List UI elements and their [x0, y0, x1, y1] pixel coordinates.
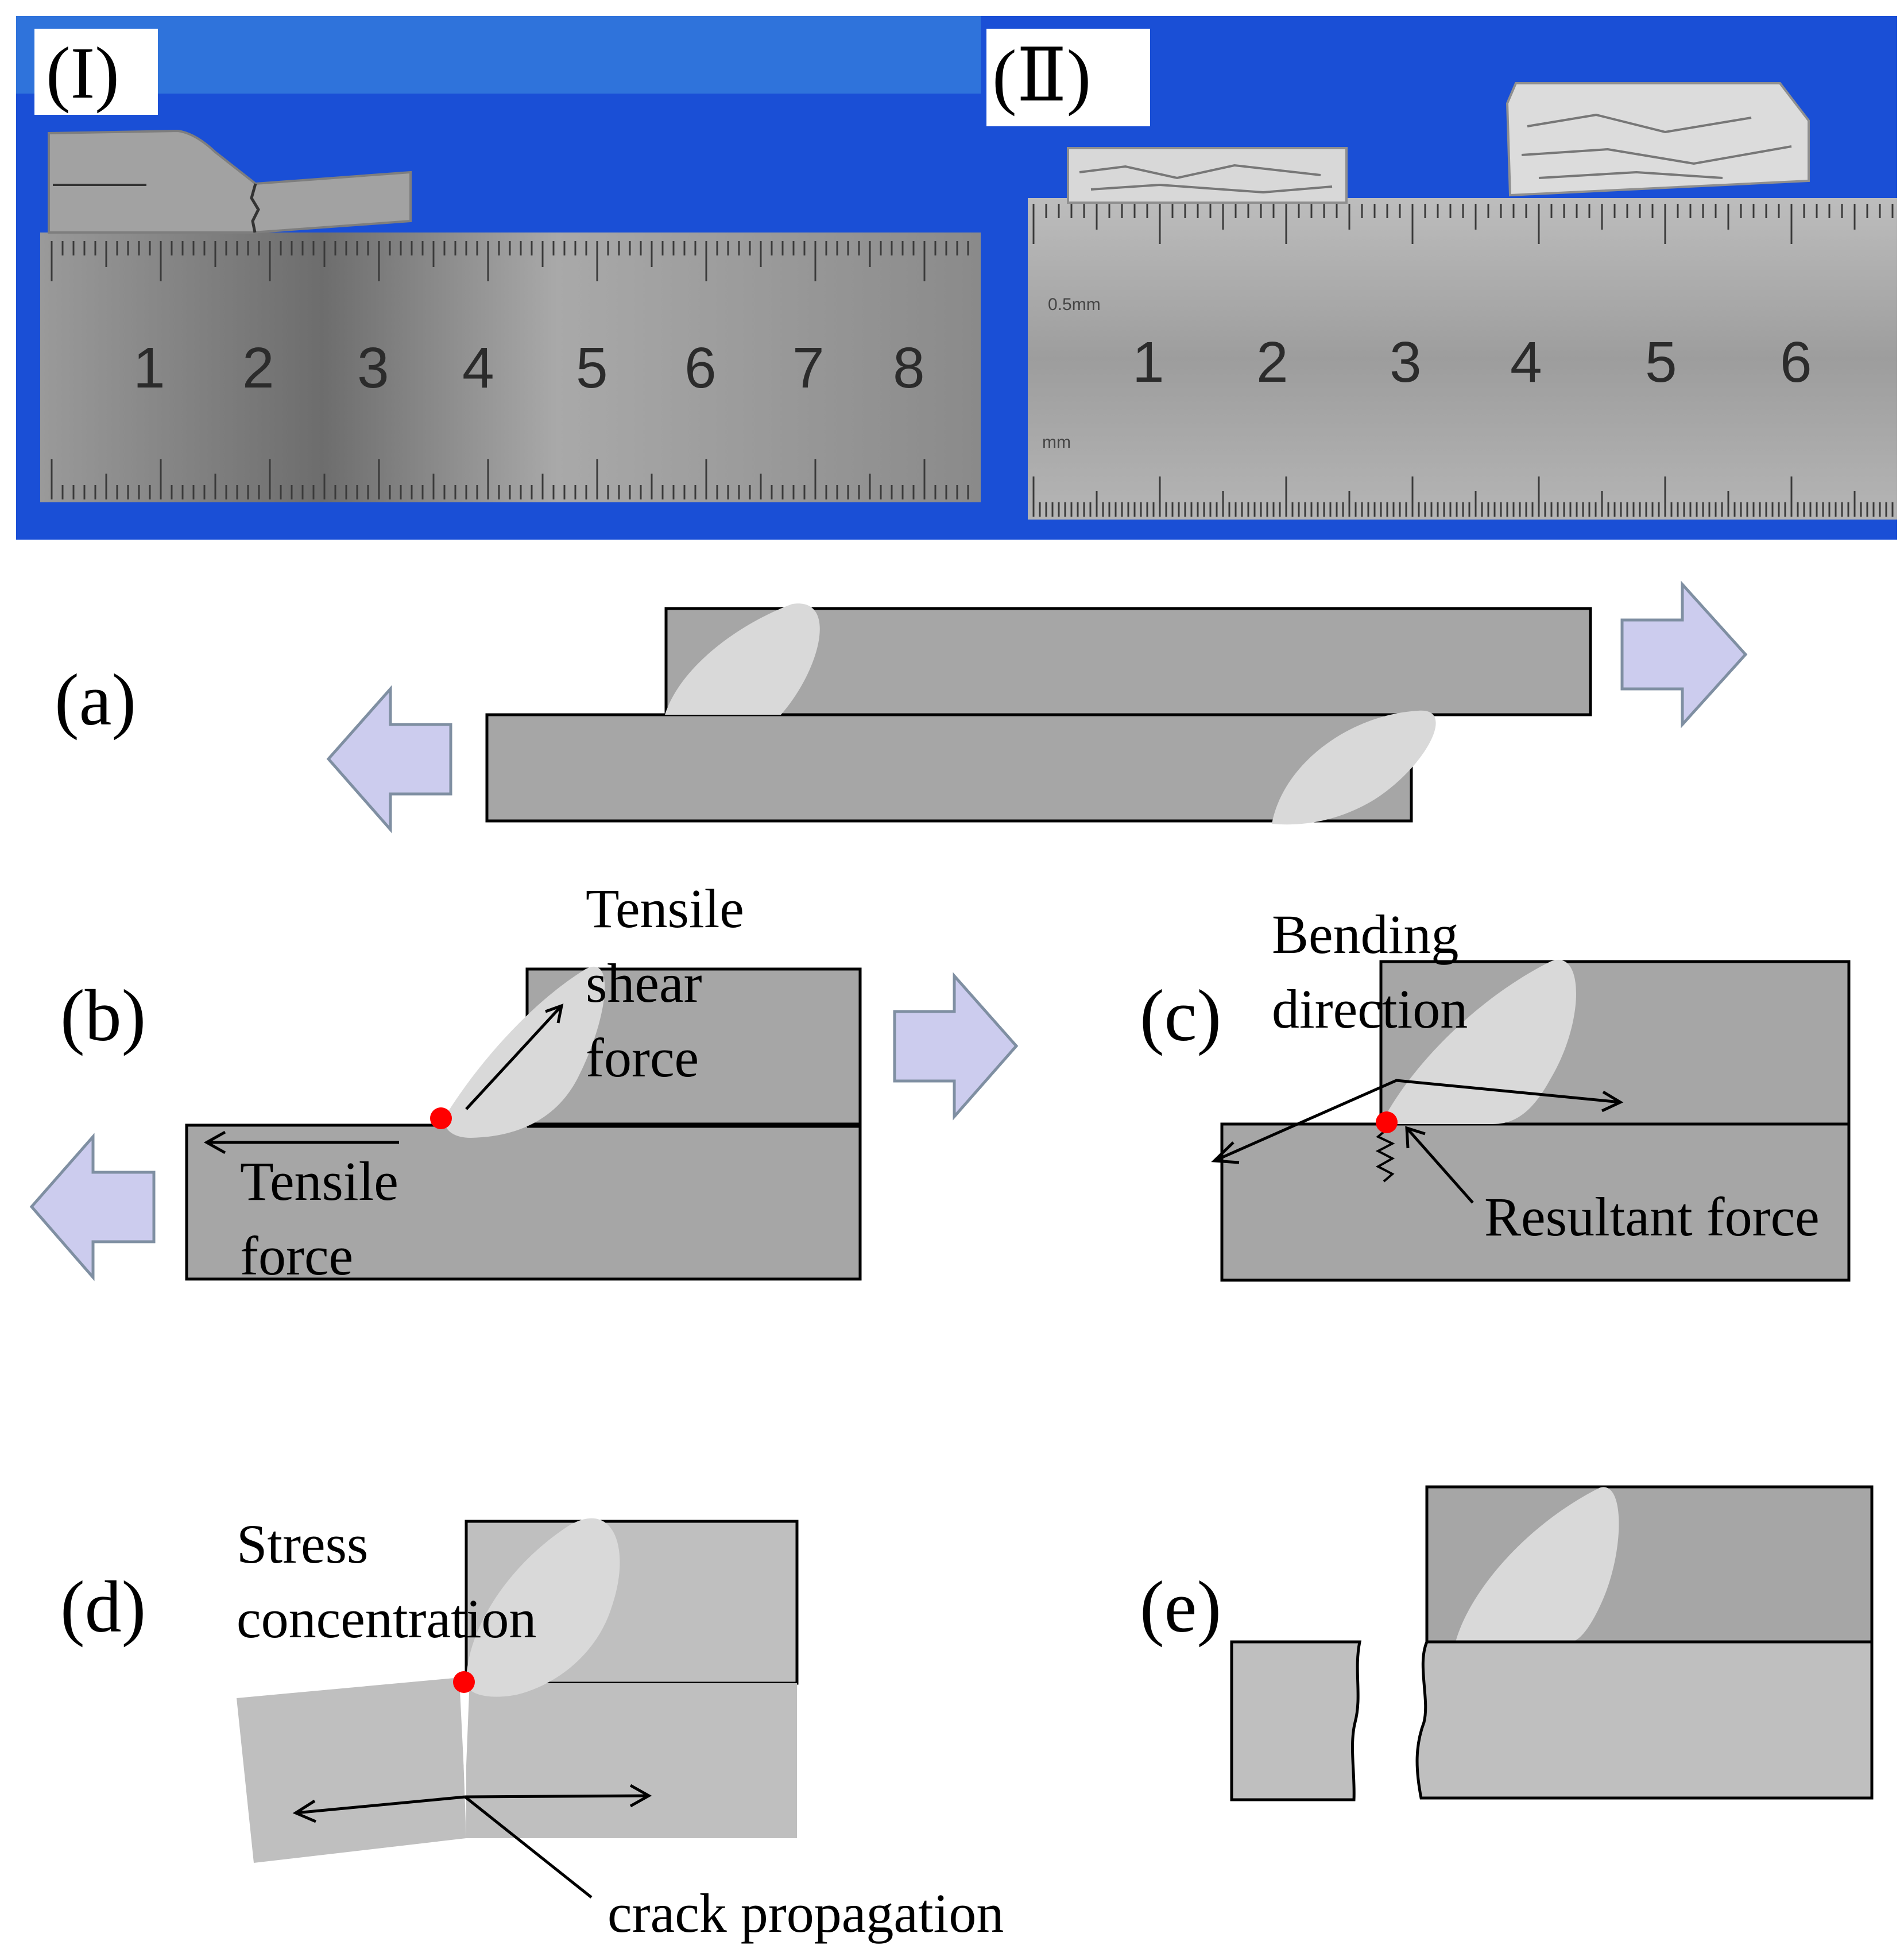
ruler-1-number-4: 4	[462, 336, 494, 400]
diagram-d-label: (d)	[60, 1566, 146, 1648]
diagram-d-crack-arrowhead-left	[292, 1799, 316, 1823]
photo-2-ruler-numbers: 1 2 3 4 5 6	[1132, 330, 1812, 394]
diagram-d-crack-arrowhead-right	[629, 1784, 652, 1808]
photo-2-ruler-ticks	[1032, 204, 1894, 517]
diagram-a: (a)	[55, 580, 1748, 834]
diagram-b-weld-nugget	[444, 966, 605, 1138]
diagram-a-label: (a)	[55, 659, 136, 741]
diagram-b-right-load-arrow	[893, 972, 1019, 1121]
diagram-a-lower-plate	[485, 713, 1413, 823]
ruler-1-number-7: 7	[792, 336, 825, 400]
diagram-b-tensile-label-line-1: Tensile	[240, 1150, 398, 1212]
diagram-e-lower-plate-left	[1230, 1640, 1362, 1801]
photo-2-label-box	[986, 29, 1150, 126]
diagram-c-bending-arrowhead-left	[1211, 1141, 1240, 1164]
photo-1-specimen	[48, 129, 412, 234]
diagram-b-tensile-force-arrowhead	[203, 1130, 226, 1154]
ruler-1-number-1: 1	[133, 336, 165, 400]
photo-panel-1: 1 2 3 4 5 6 7 8 (I)	[16, 16, 981, 540]
diagram-c-stress-point	[1376, 1111, 1398, 1133]
photo-2-specimen-large	[1506, 82, 1810, 197]
diagram-d-crack	[459, 1679, 470, 1794]
photo-1-label: (I)	[46, 32, 119, 114]
diagram-c: (c) Bending direction Resultant force	[1140, 904, 1851, 1282]
diagram-b-left-load-arrow	[29, 1133, 156, 1281]
diagram-d-lower-plate-rotated	[237, 1677, 466, 1863]
ruler-2-number-2: 2	[1256, 330, 1288, 394]
photo-2-ruler	[1028, 198, 1897, 520]
diagram-d-crack-leader	[464, 1796, 593, 1898]
photo-2-ruler-unit-top: 0.5mm	[1048, 295, 1101, 314]
diagram-c-resultant-label: Resultant force	[1484, 1186, 1820, 1247]
diagram-d: (d) Stress concentration crack propagati…	[60, 1513, 1004, 1944]
ruler-1-number-8: 8	[893, 336, 925, 400]
diagram-d-stress-point	[453, 1671, 475, 1693]
diagram-e: (e)	[1140, 1485, 1874, 1801]
diagram-e-lower-plate-right	[1415, 1640, 1874, 1800]
diagram-a-upper-plate	[664, 607, 1592, 716]
photo-2-ruler-unit-bottom: mm	[1042, 433, 1071, 452]
ruler-1-number-2: 2	[242, 336, 274, 400]
ruler-2-number-6: 6	[1780, 330, 1812, 394]
photo-2-specimen-small	[1067, 147, 1348, 204]
diagram-d-lower-plate-right	[466, 1683, 797, 1838]
diagram-e-label: (e)	[1140, 1566, 1221, 1648]
diagram-a-left-load-arrow	[326, 685, 452, 834]
diagram-c-resultant-arrowhead	[1405, 1126, 1426, 1149]
photo-1-ruler-ticks	[51, 241, 969, 499]
diagram-c-resultant-arrow	[1406, 1127, 1474, 1204]
photo-panel-2: 0.5mm mm 1 2 3 4 5 6 (Ⅱ)	[981, 16, 1897, 540]
diagram-c-label: (c)	[1140, 975, 1221, 1056]
diagram-d-weld-nugget	[466, 1518, 620, 1697]
ruler-2-number-5: 5	[1645, 330, 1677, 394]
photo-1-label-box	[34, 29, 158, 115]
diagram-b-shear-force-arrow	[465, 1005, 563, 1110]
diagram-d-crack-arrow-right	[465, 1794, 649, 1799]
diagram-c-bending-arrow	[1213, 1079, 1621, 1163]
photo-1-ruler	[40, 233, 981, 502]
diagram-d-crack-arrow-left	[295, 1795, 466, 1815]
diagram-b-shear-label-line-2: shear	[586, 952, 702, 1014]
diagram-b-shear-label-line-1: Tensile	[586, 878, 744, 939]
diagram-c-lower-plate	[1220, 1122, 1851, 1282]
diagram-c-bending-label-line-1: Bending	[1272, 904, 1458, 965]
diagram-a-weld-nugget-right	[1272, 710, 1436, 825]
diagram-b-stress-point	[430, 1107, 452, 1129]
diagram-c-bending-label-line-2: direction	[1272, 978, 1468, 1040]
diagram-d-crack-label: crack propagation	[607, 1882, 1004, 1944]
photo-1-top-band	[16, 16, 981, 94]
diagram-a-right-load-arrow	[1620, 580, 1748, 729]
diagram-b-label: (b)	[60, 975, 146, 1056]
diagram-d-stress-label-line-2: concentration	[237, 1588, 536, 1649]
ruler-2-number-3: 3	[1390, 330, 1422, 394]
diagram-b-tensile-label-line-2: force	[240, 1225, 353, 1287]
diagram-e-weld-nugget	[1456, 1487, 1619, 1642]
ruler-1-number-5: 5	[576, 336, 608, 400]
diagram-a-weld-nugget-left	[665, 603, 820, 715]
ruler-2-number-1: 1	[1132, 330, 1164, 394]
ruler-2-number-4: 4	[1510, 330, 1542, 394]
photo-1-fracture-crack	[250, 183, 260, 233]
photo-2-specimen-large-texture	[1521, 113, 1792, 179]
photo-1-ruler-numbers: 1 2 3 4 5 6 7 8	[133, 336, 925, 400]
diagram-c-bending-arrowhead-right	[1601, 1090, 1624, 1113]
photo-2-label: (Ⅱ)	[992, 35, 1091, 117]
ruler-1-number-6: 6	[684, 336, 717, 400]
diagram-d-stress-label-line-1: Stress	[237, 1513, 368, 1575]
diagram-c-spring-mark	[1375, 1127, 1395, 1183]
ruler-1-number-3: 3	[357, 336, 389, 400]
diagram-b: (b) Tensile shear force Tensile force	[29, 878, 1019, 1287]
photo-2-specimen-small-texture	[1079, 164, 1333, 194]
diagram-b-shear-label-line-3: force	[586, 1027, 699, 1088]
diagram-b-shear-force-arrowhead	[545, 1003, 564, 1024]
